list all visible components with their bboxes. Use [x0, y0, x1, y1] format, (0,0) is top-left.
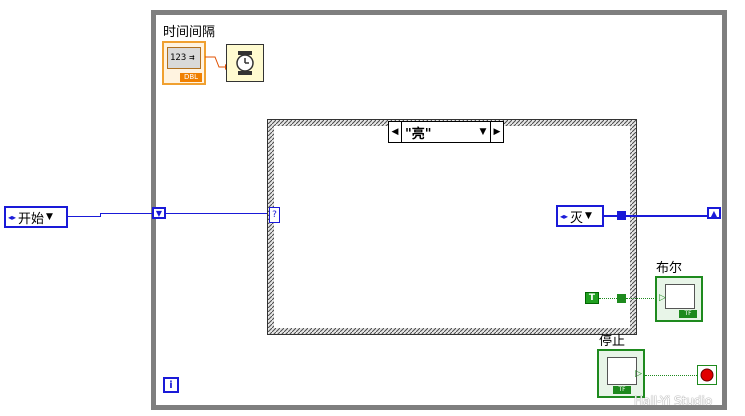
enum-inc-dec-icon: ◂▸: [560, 211, 569, 221]
case-next-arrow-icon[interactable]: ▶: [490, 122, 503, 142]
case-selector[interactable]: ◀ "亮" ▼ ▶: [388, 121, 504, 143]
wait-clock-icon: [236, 51, 254, 75]
stop-sign-icon: [700, 368, 714, 382]
case-selector-terminal[interactable]: ?: [269, 207, 280, 223]
watermark: Hall-Yi Studio: [634, 394, 713, 408]
bool-indicator-screen: [665, 284, 695, 309]
enum-wire-case-out-2: [626, 215, 708, 217]
shift-register-left[interactable]: ▼: [152, 207, 166, 219]
enum-inc-dec-icon: ◂▸: [8, 212, 17, 222]
off-enum-value: 灭: [570, 210, 584, 226]
bool-indicator-label: 布尔: [656, 261, 683, 276]
numeric-display-text: 123: [170, 53, 187, 63]
enum-wire-to-case: [166, 213, 269, 214]
case-selector-value: "亮": [405, 126, 432, 142]
enum-wire-left-step: [100, 213, 101, 217]
chevron-down-icon: ▼: [46, 212, 53, 222]
numeric-display: 123 ⇉: [167, 47, 201, 69]
stop-wire: [645, 375, 697, 376]
wait-function-node[interactable]: [226, 44, 264, 82]
off-enum-constant[interactable]: ◂▸ 灭 ▼: [556, 205, 604, 227]
iteration-terminal[interactable]: i: [163, 377, 179, 393]
bool-indicator[interactable]: ▷ TF: [655, 276, 703, 322]
case-prev-arrow-icon[interactable]: ◀: [389, 122, 402, 142]
numeric-type-badge: DBL: [180, 73, 202, 82]
shift-register-right[interactable]: ▲: [707, 207, 721, 219]
enum-wire-left-1: [68, 216, 100, 217]
boolean-wire-2: [626, 298, 656, 299]
enum-wire-case-out-1: [604, 215, 618, 217]
tf-badge: TF: [613, 386, 631, 394]
boolean-case-tunnel: [617, 294, 626, 303]
time-interval-numeric-control[interactable]: 123 ⇉ DBL: [162, 41, 206, 85]
stop-control-label: 停止: [599, 334, 626, 349]
input-arrow-icon: ▷: [659, 293, 666, 303]
loop-condition-terminal[interactable]: [697, 365, 717, 385]
boolean-true-constant[interactable]: T: [585, 292, 599, 304]
output-arrow-icon: ▷: [635, 369, 642, 379]
start-enum-control[interactable]: ◂▸ 开始 ▼: [4, 206, 68, 228]
case-output-tunnel: [617, 211, 626, 220]
case-dropdown-icon[interactable]: ▼: [479, 127, 487, 137]
tf-badge: TF: [679, 310, 697, 318]
stop-control-screen: [607, 357, 637, 385]
numeric-arrows-icon: ⇉: [189, 53, 195, 63]
start-enum-value: 开始: [18, 211, 45, 227]
time-interval-label: 时间间隔: [163, 25, 216, 40]
boolean-wire-1: [599, 298, 617, 299]
enum-wire-left-2: [100, 213, 152, 214]
case-structure-interior: [274, 126, 630, 328]
stop-control[interactable]: ▷ TF: [597, 349, 645, 398]
case-structure-frame[interactable]: [268, 120, 636, 334]
chevron-down-icon: ▼: [585, 211, 592, 221]
